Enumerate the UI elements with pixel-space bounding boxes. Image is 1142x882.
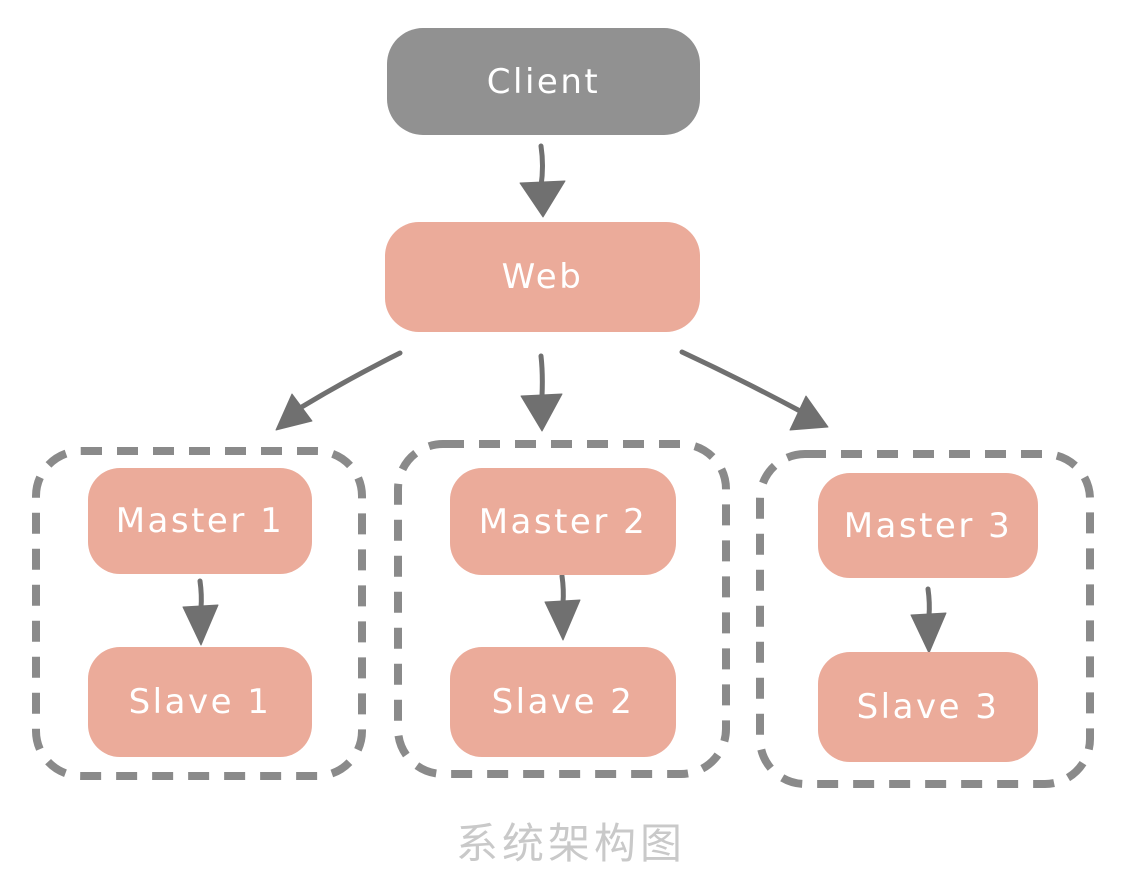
slave-1-node: Slave 1 bbox=[88, 647, 312, 757]
arrow-web-to-master-3 bbox=[679, 349, 829, 431]
arrow-web-to-master-2 bbox=[520, 353, 563, 432]
diagram-caption: 系统架构图 bbox=[455, 819, 686, 868]
arrow-client-to-web bbox=[519, 143, 566, 218]
master-3-node: Master 3 bbox=[818, 473, 1038, 578]
master-1-node: Master 1 bbox=[88, 468, 312, 574]
slave-3-node: Slave 3 bbox=[818, 652, 1038, 762]
slave-2-node: Slave 2 bbox=[450, 647, 676, 757]
arrow-master-2-to-slave-2 bbox=[544, 573, 581, 641]
arrow-master-3-to-slave-3 bbox=[910, 586, 947, 654]
arrow-master-1-to-slave-1 bbox=[182, 578, 219, 646]
client-node: Client bbox=[387, 28, 700, 135]
arrow-web-to-master-1 bbox=[275, 350, 403, 431]
web-node: Web bbox=[385, 222, 700, 332]
master-2-node: Master 2 bbox=[450, 468, 676, 575]
